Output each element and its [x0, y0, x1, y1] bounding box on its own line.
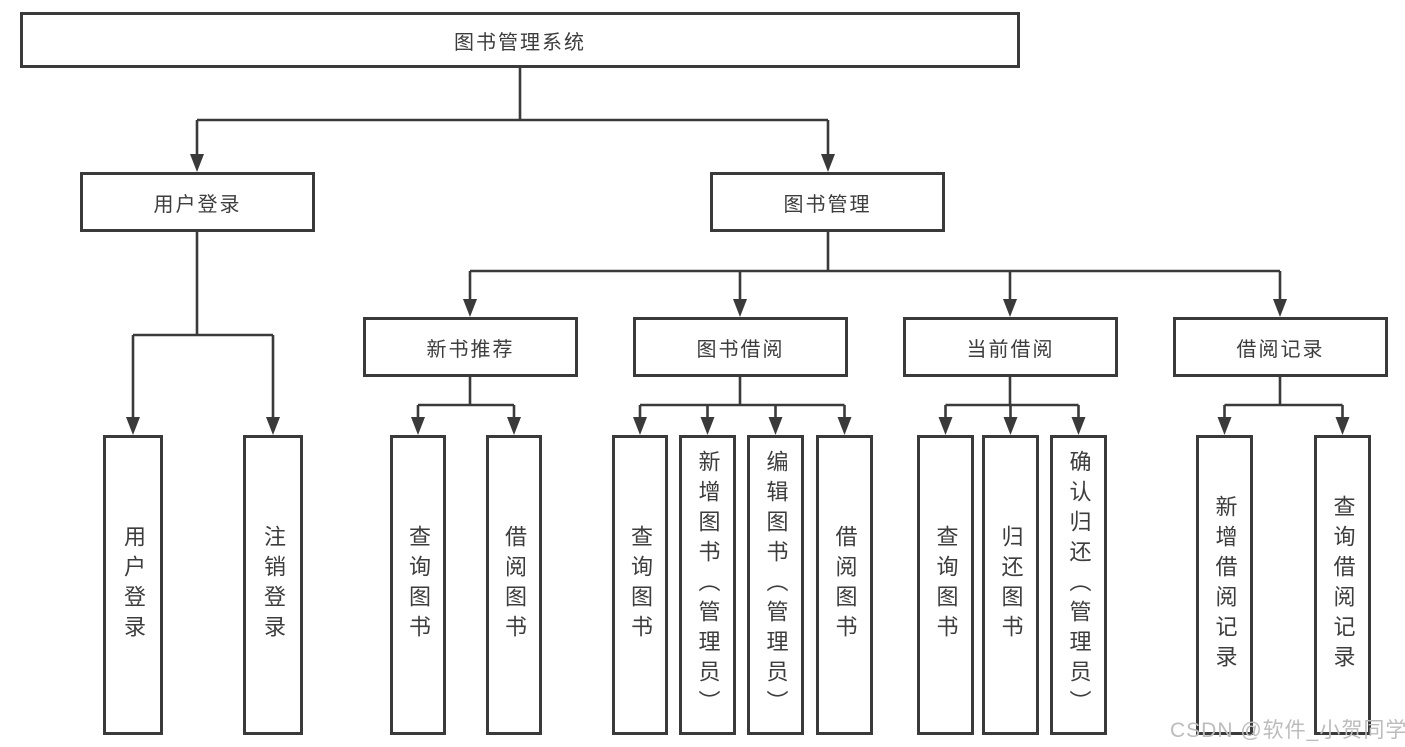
arrowhead-down [1003, 299, 1017, 317]
node-leaf-logout: 注销登录 [243, 435, 303, 735]
node-leaf-edit-book-admin-label: 编辑图书（管理员） [763, 450, 789, 720]
node-current-borrowing: 当前借阅 [903, 317, 1118, 377]
node-leaf-borrow-books-2: 借阅图书 [816, 435, 873, 735]
node-current-borrowing-label: 当前借阅 [966, 338, 1055, 361]
node-leaf-add-book-admin: 新增图书（管理员） [679, 435, 736, 735]
edges-new-book-recommend-to-leaves [411, 377, 521, 435]
node-leaf-query-books-3-label: 查询图书 [933, 525, 959, 645]
node-leaf-user-login-label: 用户登录 [121, 525, 146, 645]
node-leaf-query-borrow-record: 查询借阅记录 [1314, 435, 1371, 735]
arrowhead-down [1071, 417, 1086, 435]
node-leaf-add-borrow-record-label: 新增借阅记录 [1212, 495, 1238, 675]
node-leaf-confirm-return-admin: 确认归还（管理员） [1050, 435, 1107, 735]
arrowhead-down [463, 299, 477, 317]
arrowhead-down [1217, 417, 1232, 435]
arrowhead-down [938, 417, 953, 435]
edges-user-login-to-leaves [126, 232, 280, 435]
node-library-management-system: 图书管理系统 [20, 12, 1020, 68]
arrowhead-down [126, 417, 140, 435]
arrowhead-down [733, 299, 747, 317]
node-library-management-system-label: 图书管理系统 [454, 31, 586, 54]
edges-root-to-level2 [190, 68, 835, 172]
node-leaf-query-books-1-label: 查询图书 [406, 525, 431, 645]
edges-book-management-to-level3 [463, 232, 1287, 317]
arrowhead-down [1335, 417, 1350, 435]
edges-current-borrowing-to-leaves [938, 377, 1086, 435]
node-book-borrowing: 图书借阅 [633, 317, 848, 377]
node-leaf-return-books-label: 归还图书 [998, 525, 1024, 645]
csdn-watermark: CSDN @软件_小贺同学 [1170, 719, 1405, 742]
node-leaf-add-book-admin-label: 新增图书（管理员） [695, 450, 721, 720]
node-leaf-borrow-books-2-label: 借阅图书 [832, 525, 858, 645]
arrowhead-down [633, 417, 647, 435]
node-user-login-label: 用户登录 [153, 193, 242, 216]
node-leaf-query-borrow-record-label: 查询借阅记录 [1330, 495, 1356, 675]
arrowhead-down [1273, 299, 1287, 317]
node-leaf-return-books: 归还图书 [982, 435, 1039, 735]
edges-borrowing-records-to-leaves [1217, 377, 1350, 435]
node-leaf-query-books-3: 查询图书 [917, 435, 974, 735]
node-leaf-borrow-books-1: 借阅图书 [486, 435, 542, 735]
node-leaf-query-books-2: 查询图书 [612, 435, 668, 735]
node-leaf-query-books-2-label: 查询图书 [628, 525, 653, 645]
node-borrowing-records-label: 借阅记录 [1236, 338, 1325, 361]
node-leaf-add-borrow-record: 新增借阅记录 [1196, 435, 1253, 735]
node-leaf-query-books-1: 查询图书 [390, 435, 446, 735]
node-leaf-edit-book-admin: 编辑图书（管理员） [747, 435, 804, 735]
arrowhead-down [507, 417, 521, 435]
node-leaf-logout-label: 注销登录 [261, 525, 286, 645]
node-leaf-confirm-return-admin-label: 确认归还（管理员） [1066, 450, 1092, 720]
node-leaf-borrow-books-1-label: 借阅图书 [502, 525, 527, 645]
node-leaf-user-login: 用户登录 [103, 435, 163, 735]
arrowhead-down [821, 154, 835, 172]
node-borrowing-records: 借阅记录 [1173, 317, 1388, 377]
edges-book-borrowing-to-leaves [633, 377, 852, 435]
arrowhead-down [266, 417, 280, 435]
node-new-book-recommend-label: 新书推荐 [426, 338, 515, 361]
node-user-login: 用户登录 [80, 172, 315, 232]
node-book-borrowing-label: 图书借阅 [696, 338, 785, 361]
node-book-management: 图书管理 [710, 172, 945, 232]
arrowhead-down [700, 417, 715, 435]
node-new-book-recommend: 新书推荐 [363, 317, 578, 377]
arrowhead-down [1003, 417, 1018, 435]
arrowhead-down [411, 417, 425, 435]
arrowhead-down [837, 417, 852, 435]
arrowhead-down [768, 417, 783, 435]
node-book-management-label: 图书管理 [783, 193, 872, 216]
arrowhead-down [190, 154, 204, 172]
